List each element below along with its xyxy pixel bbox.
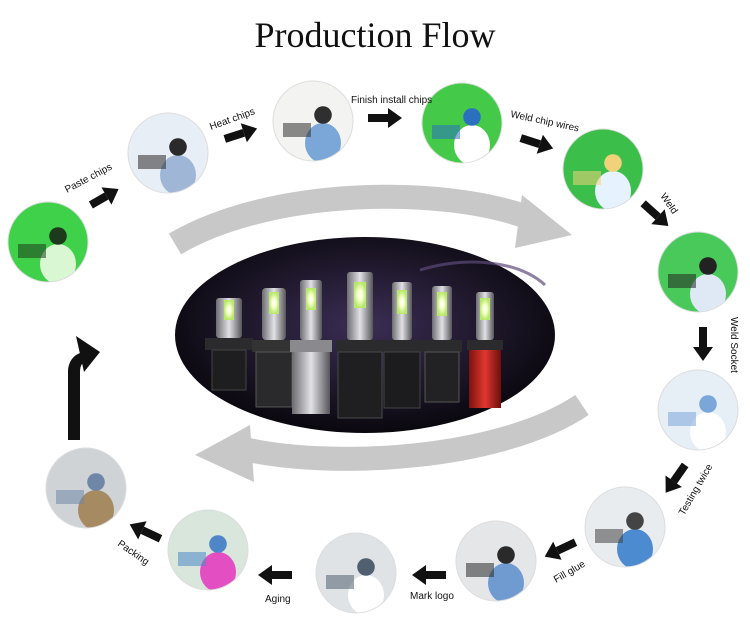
step-photo-stacked-cartons — [45, 447, 127, 529]
step-photo-glue-filling-machine — [584, 486, 666, 568]
headlight-bulb-5 — [382, 282, 422, 409]
arrow-5 — [640, 200, 669, 227]
headlight-bulb-7-red — [467, 292, 503, 408]
arrow-4 — [519, 134, 554, 154]
step-label-10: Aging — [265, 594, 291, 605]
step-arrows — [68, 108, 713, 585]
step-photo-worker-welding-wires — [421, 82, 503, 164]
step-label-5: Weld — [658, 191, 680, 216]
arrow-8 — [544, 538, 578, 560]
arrow-11 — [129, 521, 163, 543]
arrow-2 — [223, 123, 258, 143]
step-label-8: Fill glue — [552, 559, 588, 586]
step-photo-logo-marking-machine — [455, 520, 537, 602]
step-label-6: Weld Socket — [728, 317, 739, 373]
arrow-9 — [412, 565, 446, 585]
cycle-arrow-top — [168, 184, 572, 255]
headlight-bulb-1 — [205, 298, 253, 391]
step-photo-lamp-light-test — [657, 369, 739, 451]
arrow-1 — [88, 187, 119, 209]
headlight-bulb-6 — [422, 286, 462, 403]
arrow-7 — [665, 462, 689, 493]
step-photo-worker-placing-chips-on-green-board — [7, 201, 89, 283]
step-photo-aging-test-racks — [315, 532, 397, 614]
step-photo-packing-with-pink-basin — [167, 509, 249, 591]
step-label-3: Finish install chips — [351, 95, 432, 106]
arrow-10 — [258, 565, 292, 585]
arrow-3 — [368, 108, 402, 128]
headlight-bulb-2 — [252, 288, 296, 408]
product-photo-oval — [175, 237, 555, 433]
step-photo-socket-welding — [657, 231, 739, 313]
step-label-11: Packing — [115, 538, 150, 567]
step-photo-heating-plate-with-chips — [127, 112, 209, 194]
step-photo-worker-installing-chips — [272, 80, 354, 162]
headlight-bulb-4 — [336, 272, 384, 419]
step-label-9: Mark logo — [410, 591, 454, 602]
step-photos — [7, 80, 739, 614]
cycle-arrow-bottom — [195, 394, 589, 482]
headlight-bulb-3 — [290, 280, 332, 414]
page-title: Production Flow — [254, 15, 496, 55]
arrow-12 — [68, 336, 100, 440]
step-label-4: Weld chip wires — [509, 109, 580, 134]
arrow-6 — [693, 327, 713, 361]
step-photo-welding-station — [562, 128, 644, 210]
